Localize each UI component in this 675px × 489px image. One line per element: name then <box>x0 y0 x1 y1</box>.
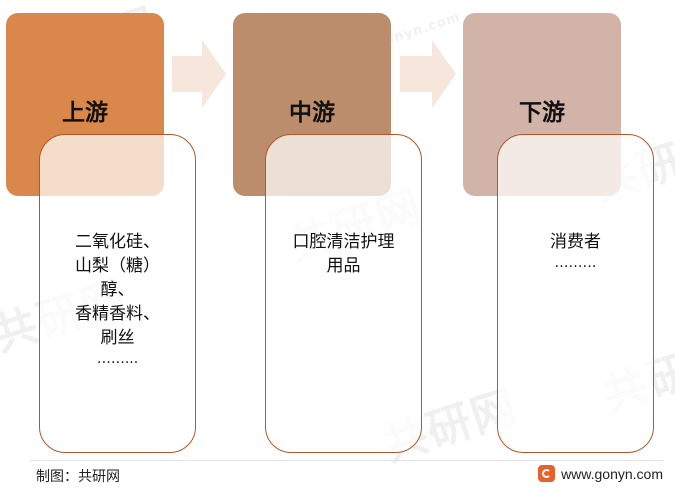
gonyn-logo-icon <box>538 465 556 482</box>
stage-title: 中游 <box>289 100 335 126</box>
stage-item: 消费者 <box>550 232 601 252</box>
footer-divider <box>30 460 663 461</box>
website-url: www.gonyn.com <box>561 465 663 482</box>
stage-item: 刷丝 <box>100 328 135 348</box>
stage-items: 消费者 ……… <box>498 230 653 272</box>
stage-card-midstream: 口腔清洁护理用品 <box>265 134 422 453</box>
flow-arrow-right-icon <box>400 40 456 108</box>
stage-item: 二氧化硅、 <box>75 232 160 252</box>
stage-item: 香精香料、 <box>75 304 160 324</box>
source-credit: 制图：共研网 <box>36 469 120 485</box>
stage-items: 二氧化硅、山梨（糖） 醇、香精香料、刷丝 ……... <box>40 230 195 368</box>
stage-item: 醇、 <box>100 280 135 300</box>
stage-card-downstream: 消费者 ……… <box>497 134 654 453</box>
website-credit: www.gonyn.com <box>538 465 663 482</box>
stage-ellipsis: ……… <box>554 255 597 271</box>
stage-title: 下游 <box>519 100 565 126</box>
flow-arrow-right-icon <box>172 40 226 108</box>
stage-card-upstream: 二氧化硅、山梨（糖） 醇、香精香料、刷丝 ……... <box>39 134 196 453</box>
stage-items: 口腔清洁护理用品 <box>266 230 421 278</box>
stage-item: 用品 <box>326 256 361 276</box>
stage-item: 山梨（糖） <box>75 256 160 276</box>
stage-ellipsis: ……... <box>96 351 139 367</box>
stage-item: 口腔清洁护理 <box>292 232 395 252</box>
stage-title: 上游 <box>62 100 108 126</box>
